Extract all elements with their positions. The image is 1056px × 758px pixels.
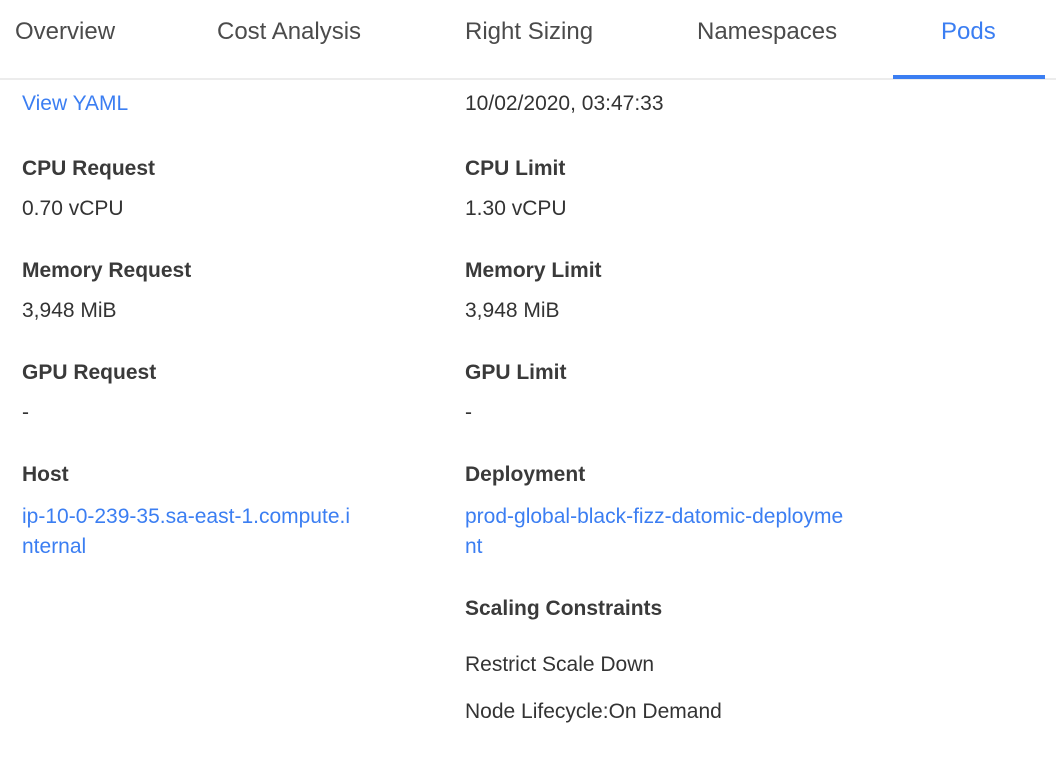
field-gpu-limit: GPU Limit - bbox=[465, 360, 567, 426]
field-label: CPU Limit bbox=[465, 157, 566, 180]
tab-pods[interactable]: Pods bbox=[941, 18, 996, 45]
section-title: Scaling Constraints bbox=[465, 597, 663, 620]
field-value: 3,948 MiB bbox=[22, 299, 117, 322]
field-value: 0.70 vCPU bbox=[22, 197, 124, 220]
tab-cost-analysis[interactable]: Cost Analysis bbox=[217, 18, 362, 45]
field-label: CPU Request bbox=[22, 157, 156, 180]
tab-overview[interactable]: Overview bbox=[15, 18, 116, 45]
field-label: Memory Limit bbox=[465, 259, 602, 282]
field-gpu-request: GPU Request - bbox=[22, 360, 156, 426]
field-label: GPU Request bbox=[22, 361, 157, 384]
field-label: Memory Request bbox=[22, 259, 192, 282]
field-cpu-request: CPU Request 0.70 vCPU bbox=[22, 156, 155, 222]
pod-timestamp: 10/02/2020, 03:47:33 bbox=[465, 92, 664, 115]
tab-right-sizing[interactable]: Right Sizing bbox=[465, 18, 594, 45]
field-host: Host ip-10-0-239-35.sa-east-1.compute.in… bbox=[22, 462, 352, 562]
active-tab-indicator bbox=[893, 75, 1045, 79]
field-memory-request: Memory Request 3,948 MiB bbox=[22, 258, 191, 324]
field-label: Host bbox=[22, 463, 69, 486]
deployment-link[interactable]: prod-global-black-fizz-datomic-deploymen… bbox=[465, 505, 844, 558]
field-cpu-limit: CPU Limit 1.30 vCPU bbox=[465, 156, 567, 222]
field-value: - bbox=[465, 401, 472, 424]
host-link[interactable]: ip-10-0-239-35.sa-east-1.compute.interna… bbox=[22, 505, 351, 558]
restrict-scale-down-text: Restrict Scale Down bbox=[465, 653, 655, 676]
view-yaml-link[interactable]: View YAML bbox=[22, 92, 129, 115]
field-value: 3,948 MiB bbox=[465, 299, 560, 322]
field-value: 1.30 vCPU bbox=[465, 197, 567, 220]
field-label: GPU Limit bbox=[465, 361, 567, 384]
field-memory-limit: Memory Limit 3,948 MiB bbox=[465, 258, 602, 324]
scaling-constraints-title: Scaling Constraints bbox=[465, 596, 662, 622]
view-yaml-row: View YAML bbox=[22, 91, 128, 117]
field-label: Deployment bbox=[465, 463, 586, 486]
scaling-constraint-item: Restrict Scale Down bbox=[465, 652, 654, 678]
scaling-constraint-item: Node Lifecycle:On Demand bbox=[465, 699, 722, 725]
tab-bar: Overview Cost Analysis Right Sizing Name… bbox=[0, 0, 1056, 80]
field-deployment: Deployment prod-global-black-fizz-datomi… bbox=[465, 462, 850, 562]
timestamp-cell: 10/02/2020, 03:47:33 bbox=[465, 91, 664, 117]
tab-namespaces[interactable]: Namespaces bbox=[697, 18, 838, 45]
node-lifecycle-text: Node Lifecycle:On Demand bbox=[465, 700, 722, 723]
field-value: - bbox=[22, 401, 29, 424]
